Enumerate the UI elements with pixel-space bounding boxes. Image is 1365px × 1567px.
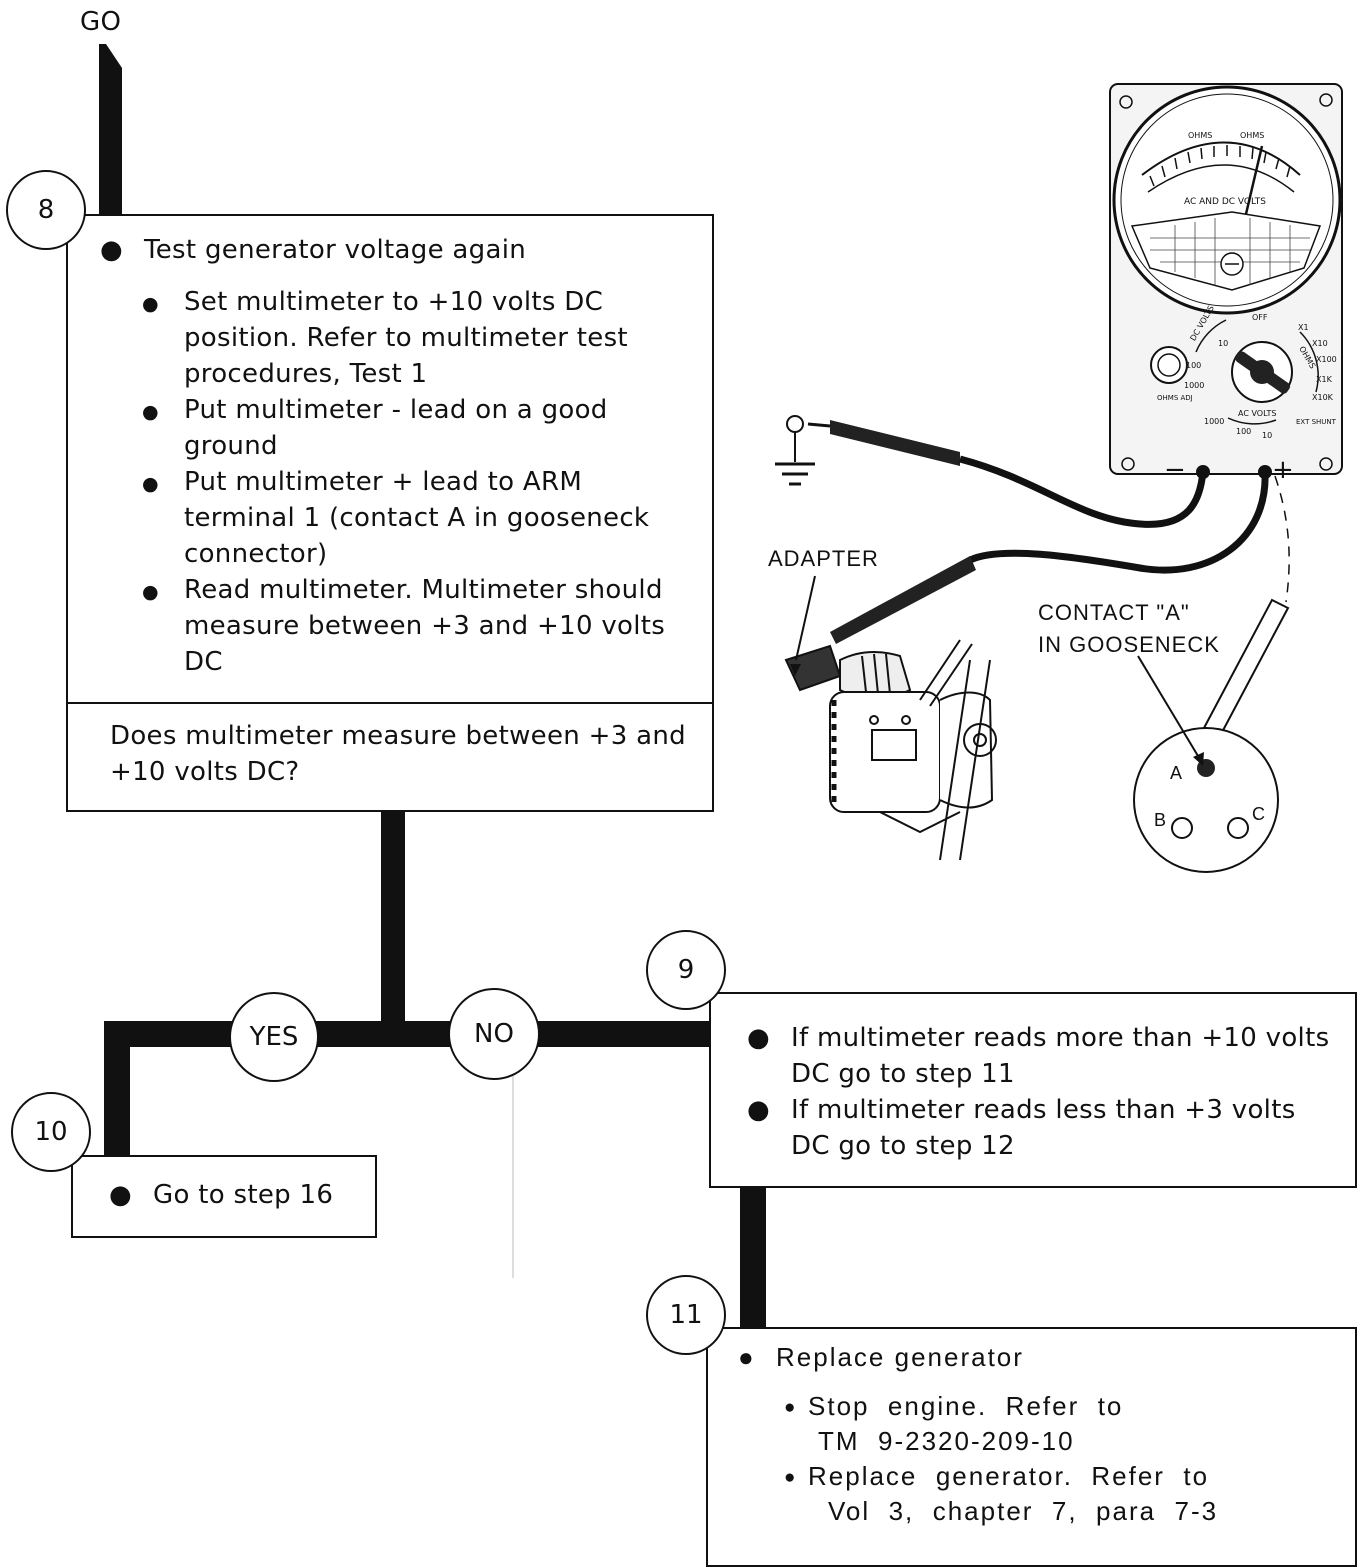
step9-number: 9	[646, 930, 726, 1010]
step11-heading: Replace generator	[738, 1339, 1338, 1375]
meter-ac-range: 100	[1236, 427, 1251, 436]
contact-label-line2: IN GOOSENECK	[1038, 632, 1220, 657]
meter-ohm-range: X100	[1316, 355, 1337, 364]
meter-ac-volts: AC VOLTS	[1238, 409, 1276, 418]
meter-ohms-adj: OHMS ADJ	[1157, 394, 1193, 402]
meter-ohm-range: X1K	[1316, 375, 1333, 384]
step8-item: Set multimeter to +10 volts DC position.…	[142, 284, 654, 392]
step11-item-line: Stop engine. Refer to	[808, 1391, 1124, 1421]
meter-plus-terminal: +	[1272, 455, 1294, 485]
step8-box: Test generator voltage again Set multime…	[66, 214, 714, 812]
meter-dc-range: 10	[1218, 339, 1228, 348]
meter-off: OFF	[1252, 313, 1268, 322]
step11-box: Replace generator Stop engine. Refer to …	[706, 1327, 1357, 1567]
contact-label-line1: CONTACT "A"	[1038, 600, 1190, 625]
meter-ext-shunt: EXT SHUNT	[1296, 418, 1337, 426]
step10-box: Go to step 16	[71, 1155, 377, 1238]
step8-item: Read multimeter. Multimeter should measu…	[142, 572, 694, 680]
step9-items: If multimeter reads more than +10 volts …	[747, 1020, 1337, 1164]
step8-divider	[68, 702, 712, 704]
meter-ac-range: 10	[1262, 431, 1272, 440]
step11-item: Replace generator. Refer to Vol 3, chapt…	[784, 1459, 1344, 1529]
step11-list: Replace generator	[738, 1339, 1338, 1375]
branch-connector	[104, 1021, 714, 1047]
meter-ohm-range: X10K	[1312, 393, 1334, 402]
meter-volts-scale: AC AND DC VOLTS	[1184, 197, 1266, 207]
step8-heading-row: Test generator voltage again Set multime…	[100, 232, 700, 680]
step11-item-line: Replace generator. Refer to	[808, 1461, 1210, 1491]
meter-ohm-range: X1	[1298, 323, 1309, 332]
negative-lead	[807, 420, 1207, 528]
step9-box: If multimeter reads more than +10 volts …	[709, 992, 1357, 1188]
contact-label-c: C	[1252, 804, 1265, 824]
meter-ohms-right: OHMS	[1240, 131, 1264, 140]
step9-to-step11-connector	[740, 1187, 766, 1329]
meter-dc-range: 100	[1186, 361, 1201, 370]
step11-item: Stop engine. Refer to TM 9-2320-209-10	[784, 1389, 1344, 1459]
yes-connector	[104, 1021, 130, 1157]
step9-item: If multimeter reads less than +3 volts D…	[747, 1092, 1337, 1164]
step10-item: Go to step 16	[109, 1177, 369, 1213]
step11-item-line: Vol 3, chapter 7, para 7-3	[828, 1496, 1219, 1526]
step11-subitems: Stop engine. Refer to TM 9-2320-209-10 R…	[744, 1389, 1344, 1529]
contact-label-b: B	[1154, 810, 1166, 830]
gooseneck-connector-icon	[1133, 727, 1279, 873]
multimeter-icon	[1109, 83, 1343, 479]
step8-subitems: Set multimeter to +10 volts DC position.…	[100, 284, 700, 680]
meter-dc-range: 1000	[1184, 381, 1204, 390]
meter-ohms-left: OHMS	[1188, 131, 1212, 140]
trunk-connector	[381, 812, 405, 1035]
ground-icon	[775, 415, 815, 486]
step10-number: 10	[11, 1092, 91, 1172]
step8-item: Put multimeter - lead on a good ground	[142, 392, 654, 464]
positive-lead	[830, 471, 1290, 644]
step8-number: 8	[6, 170, 86, 250]
generator-icon	[784, 639, 997, 861]
meter-ohm-range: X10	[1312, 339, 1328, 348]
adapter-label: ADAPTER	[768, 546, 879, 571]
yes-branch-label: YES	[229, 992, 319, 1082]
needle	[1244, 145, 1264, 215]
step8-question: Does multimeter measure between +3 and +…	[110, 721, 686, 787]
step11-item-line: TM 9-2320-209-10	[818, 1426, 1075, 1456]
step11-number: 11	[646, 1275, 726, 1355]
meter-ac-range: 1000	[1204, 417, 1224, 426]
contact-pointer-arrow	[1137, 655, 1204, 766]
step10-items: Go to step 16	[109, 1177, 369, 1213]
contact-label-a: A	[1170, 763, 1182, 783]
no-branch-label: NO	[448, 988, 540, 1080]
meter-minus-terminal: −	[1164, 455, 1186, 485]
step8-item: Put multimeter + lead to ARM terminal 1 …	[142, 464, 654, 572]
step8-heading: Test generator voltage again	[100, 232, 700, 268]
step9-item: If multimeter reads more than +10 volts …	[747, 1020, 1337, 1092]
go-label: GO	[80, 7, 122, 37]
adapter-pointer-arrow	[790, 575, 816, 676]
go-connector	[99, 44, 122, 215]
